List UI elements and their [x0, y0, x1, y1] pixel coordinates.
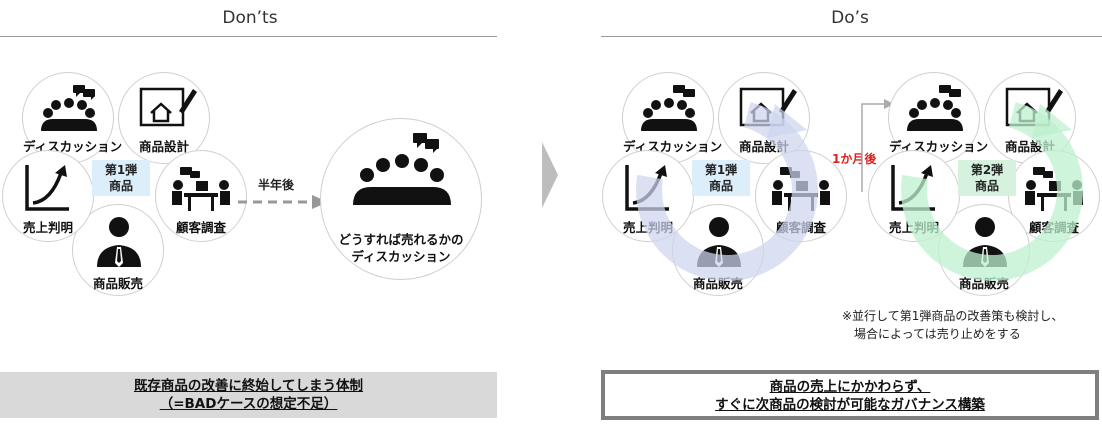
- right-banner-line-2: すぐに次商品の検討が可能なガバナンス構築: [715, 397, 985, 413]
- cycle-center-left: 第1弾 商品: [92, 160, 150, 196]
- result-circle: どうすれば売れるかの ディスカッション: [320, 118, 482, 280]
- center-line-1: 第1弾: [104, 163, 138, 177]
- right-title: Do’s: [831, 8, 869, 28]
- center-line-1: 第2弾: [970, 163, 1004, 177]
- label-sales: 商品販売: [92, 276, 143, 291]
- note-line-2: 場合によっては売り止めをする: [854, 327, 1021, 341]
- large-meeting-icon: [353, 133, 451, 205]
- note-line-1: ※並行して第1弾商品の改善策も検討し、: [842, 309, 1064, 323]
- left-title-rule: [0, 36, 497, 37]
- chevron-right-icon: [542, 142, 558, 208]
- left-title: Don’ts: [222, 8, 278, 28]
- label-judge: 売上判明: [888, 220, 939, 235]
- cycle-node-judge: 売上判明: [2, 150, 94, 242]
- label-sales: 商品販売: [692, 276, 743, 291]
- result-label: どうすれば売れるかの ディスカッション: [321, 231, 481, 265]
- label-judge: 売上判明: [22, 220, 73, 235]
- result-line-2: ディスカッション: [351, 249, 451, 264]
- cycle-center-right-1: 第1弾 商品: [692, 160, 750, 196]
- center-line-2: 商品: [708, 179, 733, 193]
- left-banner-line-1: 既存商品の改善に終始してしまう体制: [133, 378, 364, 394]
- blueprint-house-icon: [139, 87, 197, 127]
- label-judge: 売上判明: [622, 220, 673, 235]
- left-banner-line-2: （=BADケースの想定不足）: [159, 396, 338, 412]
- growth-chart-icon: [25, 165, 69, 211]
- label-sales: 商品販売: [958, 276, 1009, 291]
- right-title-rule: [601, 36, 1102, 37]
- people-meeting-icon: [41, 85, 97, 131]
- center-line-1: 第1弾: [704, 163, 738, 177]
- label-research: 顧客調査: [775, 220, 826, 235]
- right-banner: 商品の売上にかかわらず、 すぐに次商品の検討が可能なガバナンス構築: [601, 370, 1099, 420]
- left-banner: 既存商品の改善に終始してしまう体制 （=BADケースの想定不足）: [0, 372, 497, 418]
- cycle-node-judge: 売上判明: [602, 150, 694, 242]
- cycle-center-right-2: 第2弾 商品: [958, 160, 1016, 196]
- label-design: 商品設計: [138, 139, 189, 154]
- result-line-1: どうすれば売れるかの: [338, 232, 464, 247]
- left-arrow-label: 半年後: [258, 178, 295, 192]
- center-line-2: 商品: [974, 179, 999, 193]
- desk-worker-icon: [172, 167, 230, 211]
- cycle-node-research: 顧客調査: [155, 150, 247, 242]
- cycle-node-judge: 売上判明: [868, 150, 960, 242]
- cycle-node-design: 商品設計: [118, 72, 210, 164]
- parallel-note: ※並行して第1弾商品の改善策も検討し、 場合によっては売り止めをする: [842, 307, 1063, 343]
- businessman-icon: [97, 217, 141, 267]
- label-research: 顧客調査: [175, 220, 226, 235]
- right-banner-line-1: 商品の売上にかかわらず、: [769, 379, 931, 395]
- center-line-2: 商品: [108, 179, 133, 193]
